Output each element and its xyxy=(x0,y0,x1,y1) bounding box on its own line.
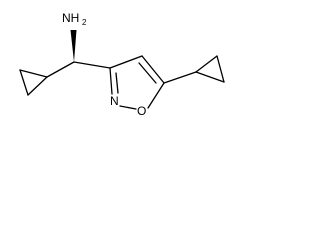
bond-o-n xyxy=(119,105,137,110)
wedge-bond-c-n xyxy=(70,30,77,62)
amine-nh-label: NH xyxy=(62,11,79,25)
bond-c4-c5-double xyxy=(138,62,157,84)
bond-c5-cyclopropyl xyxy=(163,71,197,84)
bond-cyclopropyl-left-c xyxy=(27,76,48,96)
bond-stereocenter-cyclopropyl xyxy=(46,61,75,78)
cyclopropyl-right xyxy=(163,55,225,84)
bond-cyclopropyl-right-a xyxy=(195,55,218,73)
isoxazole-amine-structure: NH 2 N O xyxy=(19,11,225,118)
bond-c3-c4 xyxy=(109,55,143,69)
bond-n-c3 xyxy=(109,67,113,95)
ring-nitrogen-label: N xyxy=(110,94,119,108)
bond-cyclopropyl-right-c xyxy=(195,71,225,83)
bond-stereocenter-c3 xyxy=(73,61,111,69)
bond-cyclopropyl-left-b xyxy=(19,69,29,96)
bond-cyclopropyl-right-b xyxy=(216,55,225,83)
bond-c5-o xyxy=(147,82,165,109)
amine-subscript-label: 2 xyxy=(82,18,87,27)
cyclopropyl-left xyxy=(19,61,75,96)
ring-oxygen-label: O xyxy=(137,104,146,118)
bond-n-c3-double xyxy=(115,72,119,94)
bond-cyclopropyl-left-a xyxy=(19,69,48,78)
isoxazole-ring xyxy=(109,55,165,110)
bond-c4-c5 xyxy=(141,55,165,84)
